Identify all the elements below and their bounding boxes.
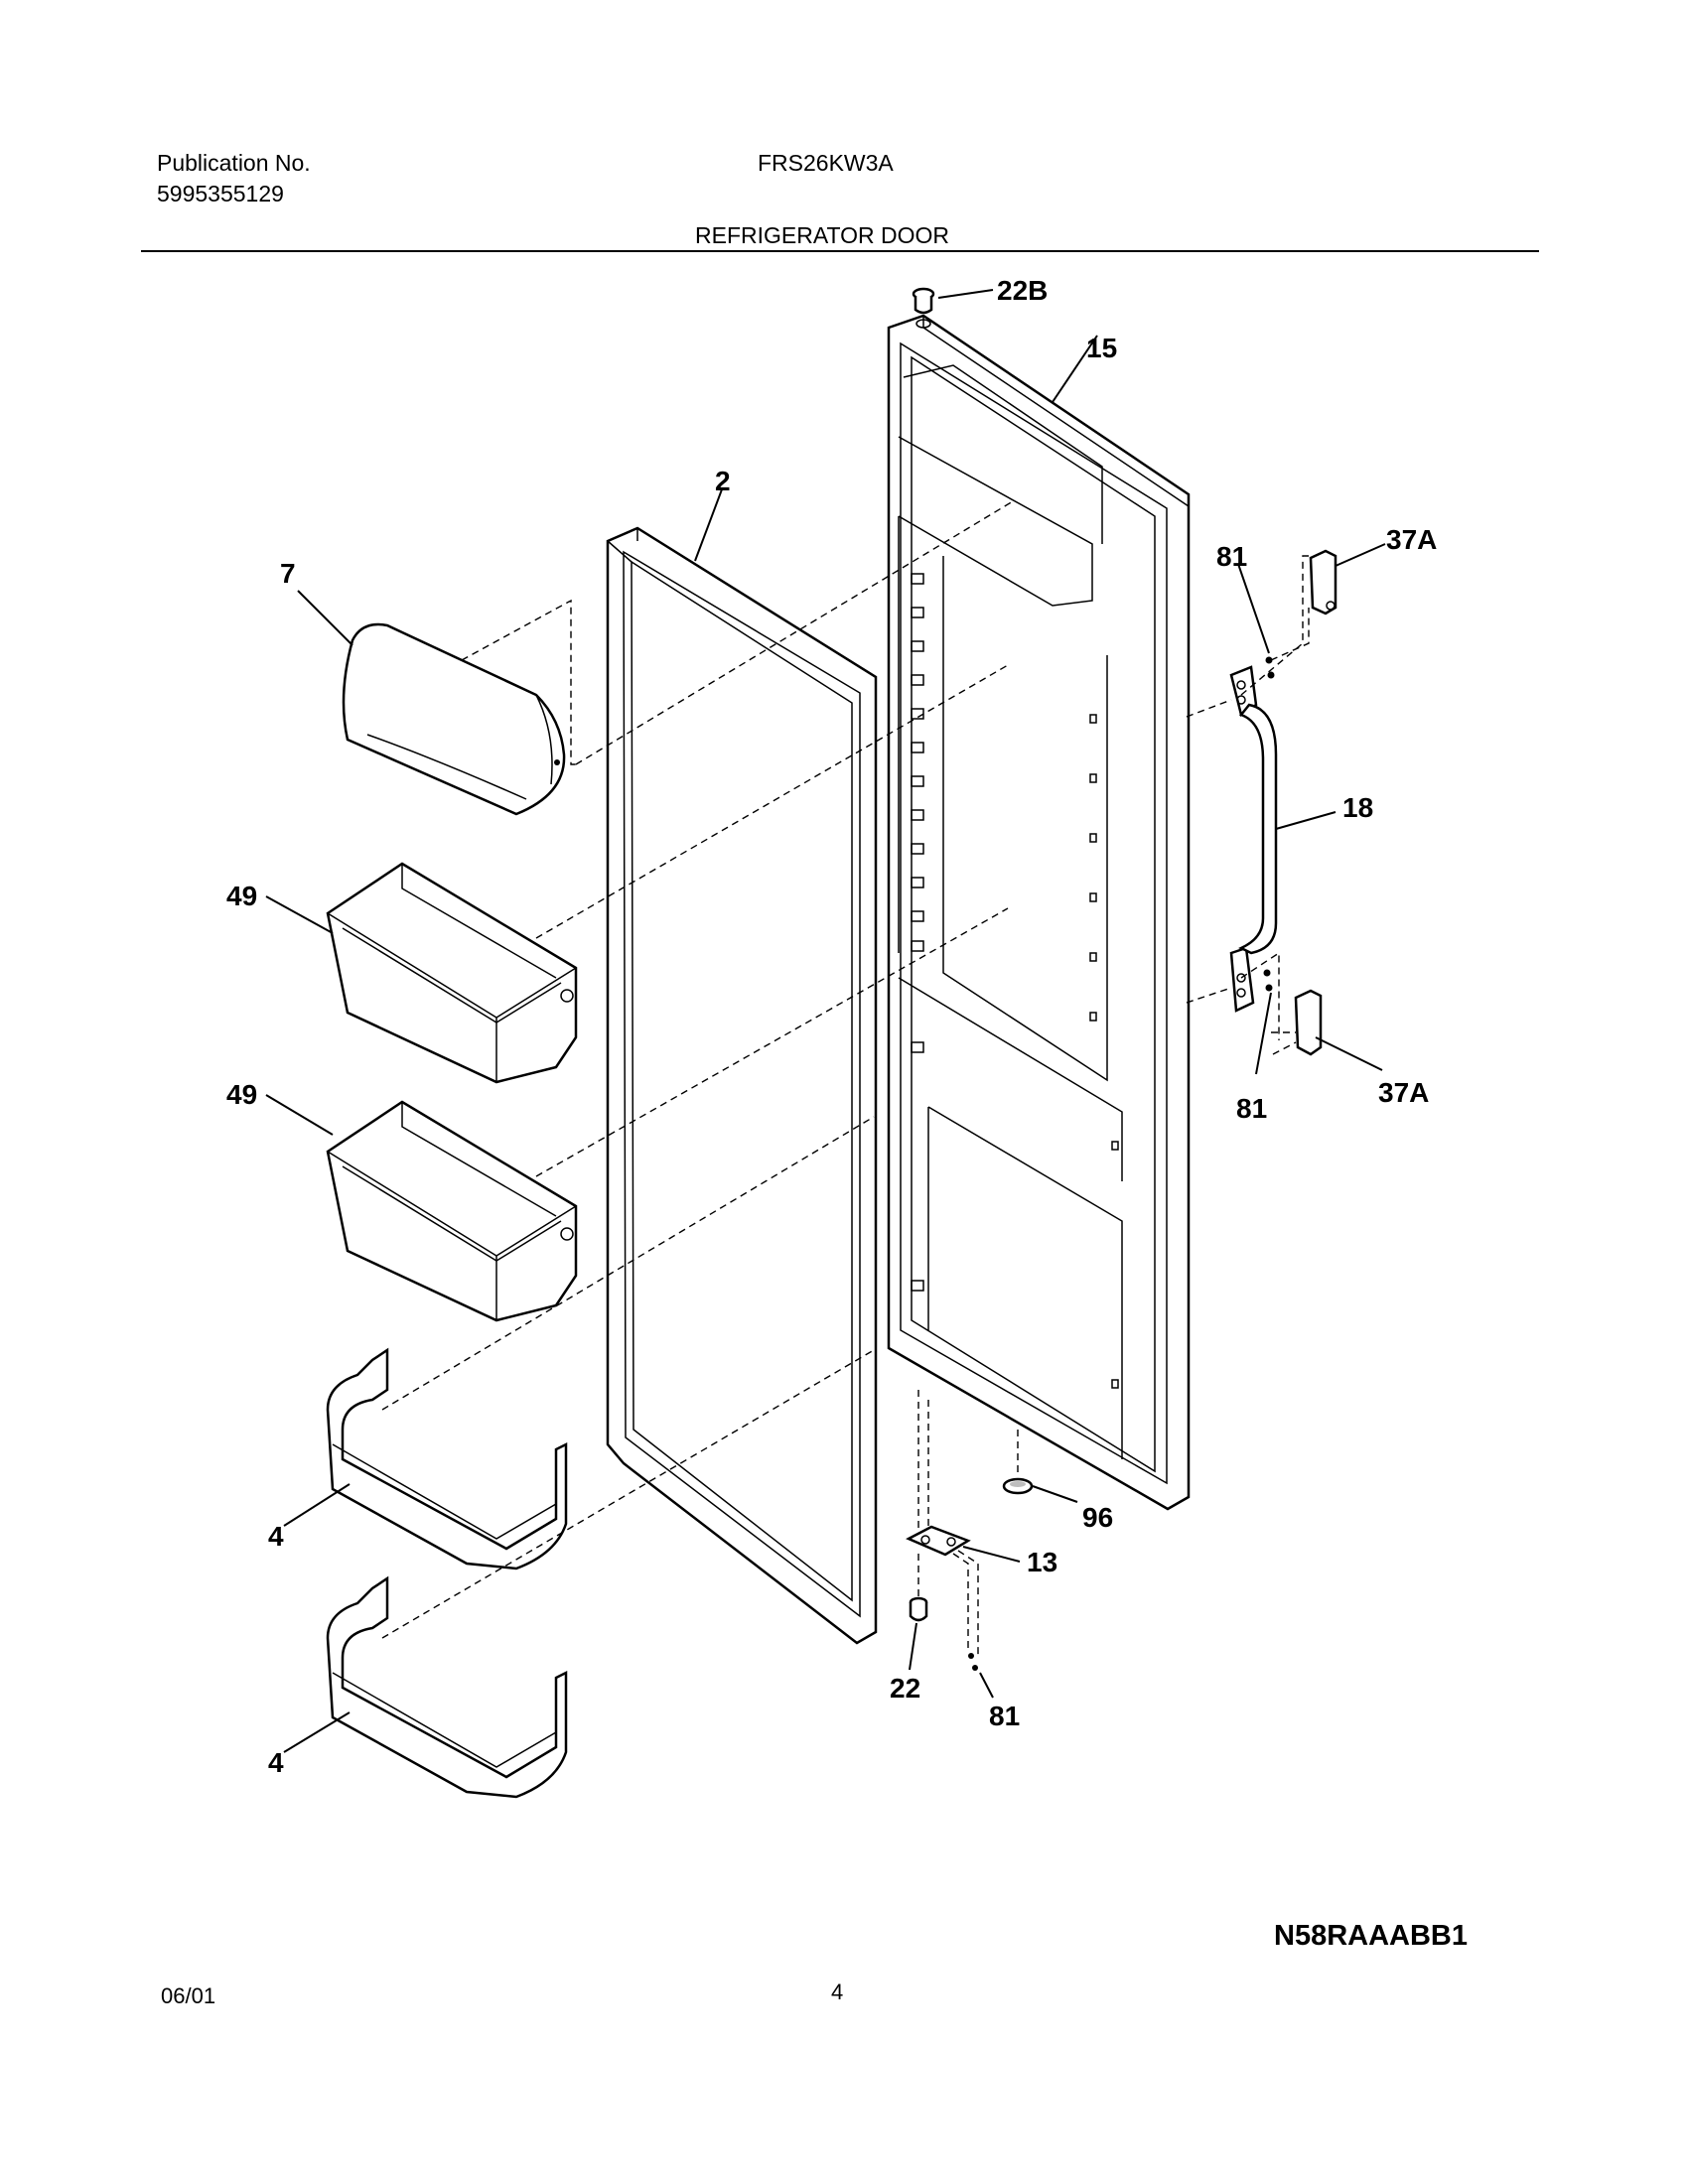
page-number: 4 bbox=[831, 1979, 844, 2004]
handle-end-cap-bottom bbox=[1294, 989, 1323, 1056]
leader-lines bbox=[265, 289, 1386, 1753]
diagram-code: N58RAAABB1 bbox=[1274, 1920, 1468, 1952]
hinge-cap-top bbox=[912, 287, 935, 315]
callout-22: 22 bbox=[890, 1673, 920, 1704]
callout-81-bottom: 81 bbox=[989, 1701, 1020, 1731]
door-bin-lower bbox=[326, 1100, 578, 1322]
callout-22b: 22B bbox=[997, 275, 1048, 306]
handle-screws-bottom bbox=[1263, 969, 1273, 992]
header-rule bbox=[141, 250, 1539, 252]
hinge-screws-81 bbox=[968, 1653, 978, 1671]
door-gasket bbox=[606, 526, 878, 1645]
door-bin-upper bbox=[326, 862, 578, 1084]
callout-49-upper: 49 bbox=[226, 881, 257, 911]
callout-13: 13 bbox=[1027, 1547, 1057, 1577]
callout-96: 96 bbox=[1082, 1502, 1113, 1533]
callout-37a-bottom: 37A bbox=[1378, 1077, 1429, 1108]
callout-2: 2 bbox=[715, 466, 731, 496]
model-number: FRS26KW3A bbox=[758, 150, 894, 176]
callout-15: 15 bbox=[1086, 333, 1117, 363]
door-handle bbox=[1229, 665, 1278, 1013]
handle-end-cap-top bbox=[1309, 549, 1337, 615]
callout-37a-top: 37A bbox=[1386, 524, 1437, 555]
door-stop-96 bbox=[1002, 1477, 1034, 1495]
door-rack-lower bbox=[326, 1575, 568, 1799]
callout-81-mid: 81 bbox=[1236, 1093, 1267, 1124]
publication-number: 5995355129 bbox=[157, 181, 284, 206]
callout-4-lower: 4 bbox=[268, 1747, 284, 1778]
hinge-bushing-22 bbox=[909, 1596, 928, 1622]
publication-label: Publication No. bbox=[157, 150, 311, 176]
footer-date: 06/01 bbox=[161, 1983, 216, 2008]
callout-18: 18 bbox=[1342, 792, 1373, 823]
hinge-bracket-13 bbox=[906, 1525, 971, 1557]
handle-screws-top bbox=[1265, 656, 1275, 679]
callout-81-top: 81 bbox=[1216, 541, 1247, 572]
dairy-door bbox=[342, 622, 566, 816]
section-title: REFRIGERATOR DOOR bbox=[695, 222, 949, 248]
callout-7: 7 bbox=[280, 558, 296, 589]
assembly-lines bbox=[381, 500, 1313, 1658]
callout-4-upper: 4 bbox=[268, 1521, 284, 1552]
door-rack-upper bbox=[326, 1347, 568, 1570]
callout-49-lower: 49 bbox=[226, 1079, 257, 1110]
refrigerator-door bbox=[887, 314, 1191, 1511]
